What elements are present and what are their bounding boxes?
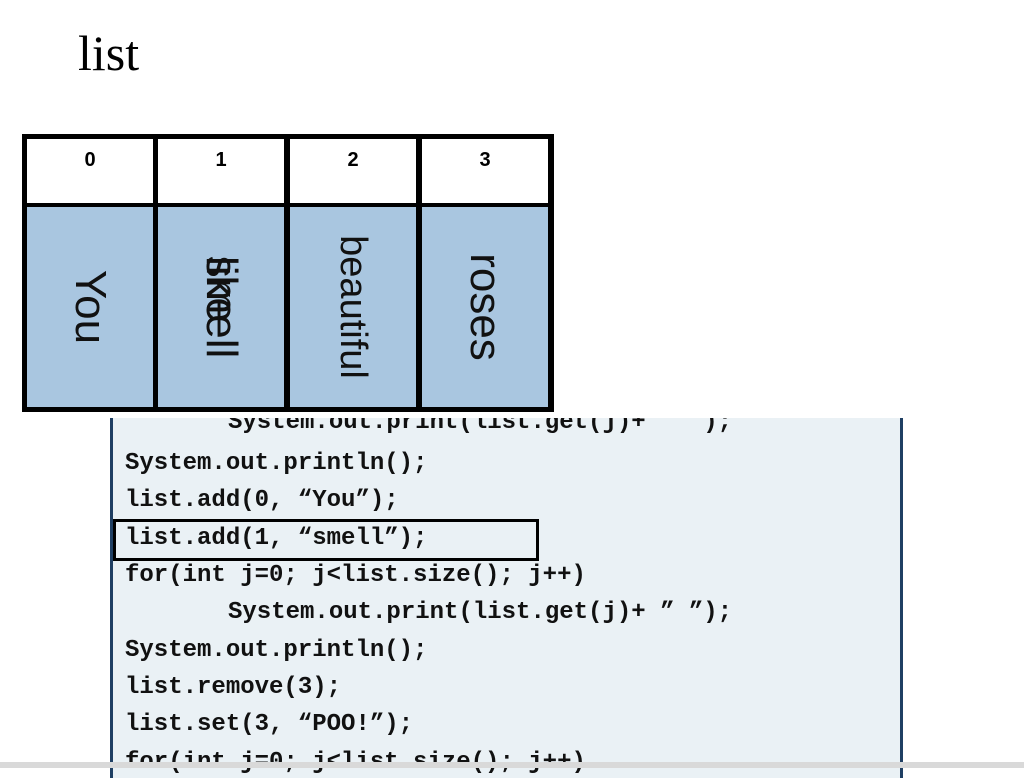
value-cell-2: beautiful [290,207,416,407]
code-line: for(int j=0; j<list.size(); j++) [125,562,586,589]
value-text-overlap: like [197,255,246,323]
index-cell-1: 1 [158,139,284,203]
code-line: list.set(3, “POO!”); [125,711,414,738]
highlight-box [113,519,539,561]
code-line: System.out.print(list.get(j)+ ” ”); [228,418,733,436]
index-cell-2: 2 [290,139,416,203]
value-cell-0: You [27,207,153,407]
code-panel: System.out.print(list.get(j)+ ” ”); Syst… [110,418,903,778]
code-line: list.remove(3); [125,674,342,701]
code-line-highlighted: list.add(1, “smell”); [125,525,428,552]
index-cell-3: 3 [422,139,548,203]
value-text: You [66,269,115,345]
code-line: System.out.println(); [125,637,428,664]
value-cell-3: roses [422,207,548,407]
value-text: beautiful [332,235,374,379]
value-text: roses [461,253,510,361]
list-table: 0 1 2 3 You smell like beautiful roses [22,134,554,412]
index-cell-0: 0 [27,139,153,203]
code-line: System.out.println(); [125,450,428,477]
value-cell-1: smell like [158,207,284,407]
bottom-strip [0,762,1024,768]
code-line: System.out.print(list.get(j)+ ” ”); [228,599,733,626]
code-line: list.add(0, “You”); [125,487,399,514]
slide-title: list [78,25,140,81]
